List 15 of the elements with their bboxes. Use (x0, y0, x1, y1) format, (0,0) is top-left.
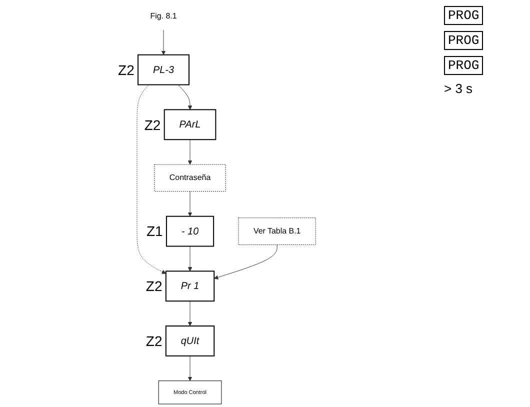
zone-label: Z2 (118, 62, 134, 78)
node-box: qUIt (165, 326, 215, 356)
node-box: - 10 (166, 216, 214, 247)
zone-label: Z1 (146, 223, 163, 240)
zone-label: Z2 (146, 278, 162, 294)
node-box: Pr 1 (165, 270, 215, 302)
zone-label: Z2 (144, 116, 161, 133)
note: > 3 s (444, 81, 474, 96)
node-box: PArL (164, 109, 216, 140)
key-label: PROG (444, 6, 484, 25)
zone-label: Z2 (146, 332, 162, 349)
node-box: PL-3 (138, 54, 190, 86)
key-label: PROG (444, 56, 484, 75)
arrow (188, 191, 192, 217)
key-label: PROG (444, 31, 484, 50)
